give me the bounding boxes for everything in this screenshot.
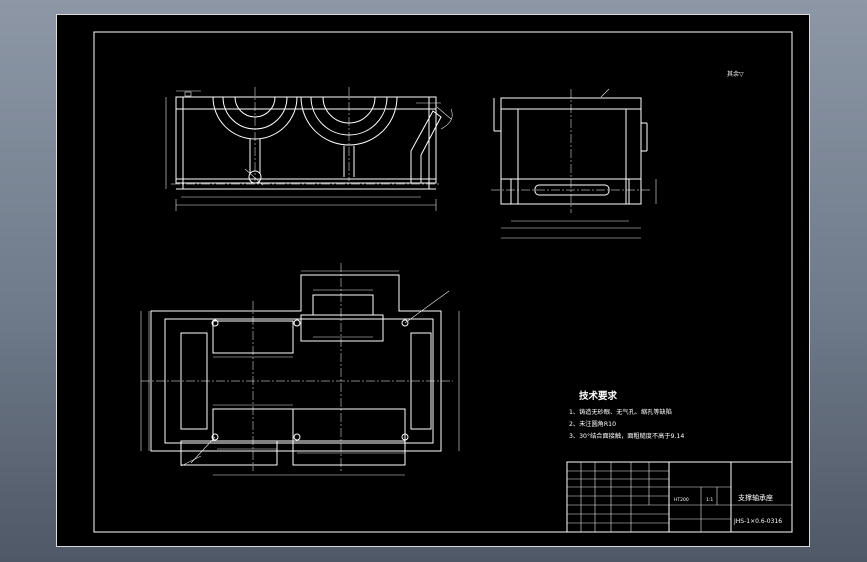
tb-scale: 1:1 — [706, 497, 713, 503]
front-view — [165, 87, 453, 211]
tech-item-1: 1、铸造无砂眼、无气孔、缩孔等缺陷 — [569, 408, 672, 416]
engineering-drawing: 其余▽ 技术要求 1、铸造无砂眼、无气孔、缩孔等缺陷 2、未注圆角R10 3、3… — [93, 31, 793, 533]
tech-item-3: 3、30°结合面接触，面粗糙度不高于9.14 — [569, 432, 684, 440]
title-block: 支撑轴承座 JHS-1×0.6-0316 HT200 1:1 — [566, 461, 793, 533]
tech-heading: 技术要求 — [579, 390, 618, 402]
cad-viewport[interactable]: 其余▽ 技术要求 1、铸造无砂眼、无气孔、缩孔等缺陷 2、未注圆角R10 3、3… — [56, 14, 810, 547]
tech-requirements: 技术要求 1、铸造无砂眼、无气孔、缩孔等缺陷 2、未注圆角R10 3、30°结合… — [569, 390, 684, 440]
tb-part-name: 支撑轴承座 — [738, 493, 773, 502]
plan-view — [140, 263, 460, 476]
tech-item-2: 2、未注圆角R10 — [569, 420, 616, 428]
roughness-note: 其余▽ — [727, 70, 744, 78]
drawing-border — [93, 31, 793, 533]
tb-material: HT200 — [674, 497, 689, 503]
svg-text:其余▽: 其余▽ — [727, 70, 744, 78]
side-view — [491, 88, 657, 239]
tb-drawing-number: JHS-1×0.6-0316 — [733, 518, 782, 525]
